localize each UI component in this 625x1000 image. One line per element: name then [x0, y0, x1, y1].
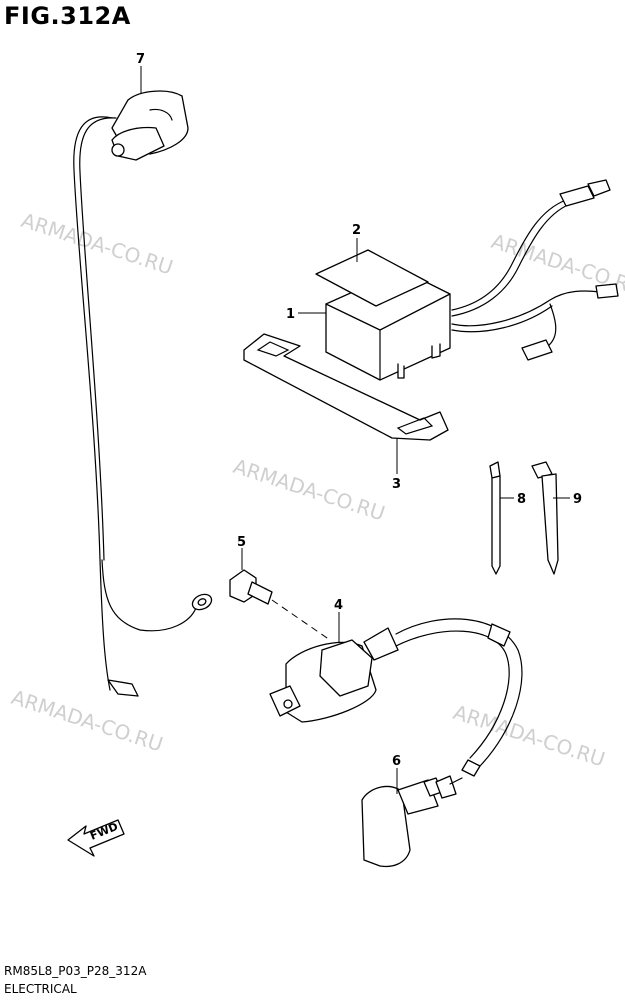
spark-plug-cap-icon: [361, 775, 463, 868]
cdi-unit-icon: [325, 179, 619, 381]
callout-5: 5: [237, 535, 246, 550]
callout-1: 1: [286, 307, 295, 322]
section-name: ELECTRICAL: [4, 982, 77, 996]
diagram-code: RM85L8_P03_P28_312A: [4, 964, 147, 978]
clamp-icon: [531, 461, 559, 575]
callout-9: 9: [573, 492, 582, 507]
strap-icon: [243, 333, 449, 441]
bolt-icon: [229, 569, 331, 641]
callout-4: 4: [334, 598, 343, 613]
fwd-arrow-icon: FWD: [67, 819, 125, 857]
callout-leaders: [140, 66, 570, 794]
callout-8: 8: [517, 492, 526, 507]
watermark: ARMADA-CO.RU: [8, 685, 166, 757]
callout-7: 7: [136, 52, 145, 67]
ignition-coil-icon: [269, 618, 523, 777]
callout-3: 3: [392, 477, 401, 492]
callouts: 7 1 2 3 8 9 5 4 6: [136, 52, 582, 769]
watermark: ARMADA-CO.RU: [230, 454, 388, 526]
watermark: ARMADA-CO.RU: [450, 700, 608, 772]
cable-tie-icon: [489, 461, 501, 575]
callout-6: 6: [392, 754, 401, 769]
figure-title: FIG.312A: [4, 2, 131, 30]
engine-stop-switch-icon: [73, 90, 213, 697]
pad-icon: [315, 249, 429, 307]
callout-2: 2: [352, 223, 361, 238]
watermark: ARMADA-CO.RU: [18, 208, 176, 280]
